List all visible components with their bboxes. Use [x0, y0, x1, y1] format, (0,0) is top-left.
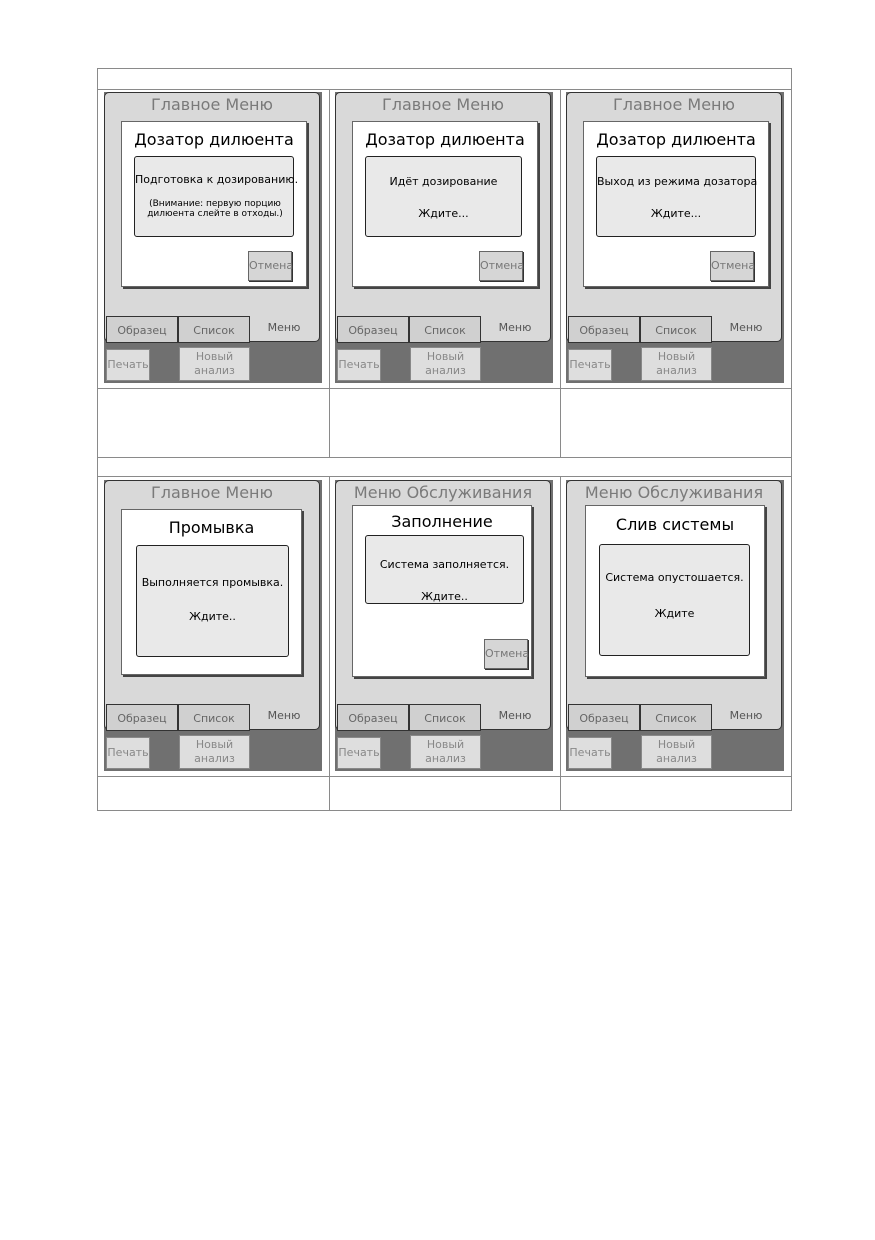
table-rule: [98, 388, 791, 389]
main-window: Главное Меню Промывка Выполняется промыв…: [104, 480, 320, 730]
table-rule: [98, 476, 791, 477]
tab-list[interactable]: Список: [178, 704, 250, 731]
dialog-title: Промывка: [168, 518, 255, 537]
main-window: Главное Меню Дозатор дилюента Идёт дозир…: [335, 92, 551, 342]
tab-menu[interactable]: Меню: [498, 709, 532, 722]
message-line: Ждите...: [418, 207, 469, 220]
dialog-title: Слив системы: [615, 515, 735, 534]
window-title: Главное Меню: [151, 95, 273, 114]
print-button[interactable]: Печать: [337, 737, 381, 769]
message-line: Идёт дозирование: [389, 175, 498, 188]
dialog-title: Заполнение: [391, 512, 493, 531]
tab-menu[interactable]: Меню: [267, 709, 301, 722]
message-line: Выполняется промывка.: [141, 576, 284, 589]
main-window: Главное Меню Дозатор дилюента Подготовка…: [104, 92, 320, 342]
main-window: Меню Обслуживания Заполнение Система зап…: [335, 480, 551, 730]
dialog-box: Заполнение Система заполняется. Ждите.. …: [352, 505, 532, 677]
table-column-divider: [329, 476, 330, 811]
dialog-box: Дозатор дилюента Подготовка к дозировани…: [121, 121, 307, 287]
tab-menu[interactable]: Меню: [498, 321, 532, 334]
dialog-box: Слив системы Система опустошается. Ждите: [585, 505, 765, 677]
window-title: Меню Обслуживания: [584, 483, 764, 502]
tab-sample[interactable]: Образец: [337, 316, 409, 343]
tab-sample[interactable]: Образец: [337, 704, 409, 731]
new-analysis-button[interactable]: Новый анализ: [641, 347, 712, 381]
message-line: Система опустошается.: [605, 571, 744, 584]
table-rule: [98, 776, 791, 777]
table-rule: [98, 89, 791, 90]
dialog-box: Дозатор дилюента Выход из режима дозатор…: [583, 121, 769, 287]
print-button[interactable]: Печать: [337, 349, 381, 381]
device-screen: Меню Обслуживания Заполнение Система зап…: [335, 480, 553, 771]
new-analysis-button[interactable]: Новый анализ: [410, 735, 481, 769]
message-box: Выполняется промывка. Ждите..: [136, 545, 289, 657]
tab-sample[interactable]: Образец: [568, 704, 640, 731]
message-line: Ждите..: [189, 610, 236, 623]
message-line: Система заполняется.: [379, 558, 510, 571]
tab-menu[interactable]: Меню: [729, 709, 763, 722]
cancel-button[interactable]: Отмена: [479, 251, 524, 281]
dialog-title: Дозатор дилюента: [365, 130, 525, 149]
message-line: Выход из режима дозатора: [597, 175, 758, 188]
message-box: Выход из режима дозатора Ждите...: [596, 156, 758, 237]
dialog-title: Дозатор дилюента: [134, 130, 294, 149]
message-line: Ждите: [654, 607, 695, 620]
table-column-divider: [560, 89, 561, 458]
new-analysis-button[interactable]: Новый анализ: [179, 735, 250, 769]
device-screen: Меню Обслуживания Слив системы Система о…: [566, 480, 784, 771]
message-note: (Внимание: первую порцию дилюента слейте…: [147, 199, 283, 219]
main-window: Главное Меню Дозатор дилюента Выход из р…: [566, 92, 782, 342]
table-column-divider: [329, 89, 330, 458]
dialog-box: Промывка Выполняется промывка. Ждите..: [121, 509, 302, 675]
tab-menu[interactable]: Меню: [729, 321, 763, 334]
print-button[interactable]: Печать: [106, 737, 150, 769]
document-table: [97, 68, 792, 811]
window-title: Главное Меню: [613, 95, 735, 114]
device-screen: Главное Меню Дозатор дилюента Подготовка…: [104, 92, 322, 383]
cancel-button[interactable]: Отмена: [248, 251, 293, 281]
tab-sample[interactable]: Образец: [106, 316, 178, 343]
table-column-divider: [560, 476, 561, 811]
print-button[interactable]: Печать: [106, 349, 150, 381]
tab-sample[interactable]: Образец: [568, 316, 640, 343]
dialog-box: Дозатор дилюента Идёт дозирование Ждите.…: [352, 121, 538, 287]
new-analysis-button[interactable]: Новый анализ: [410, 347, 481, 381]
message-line: Ждите..: [421, 590, 468, 603]
tab-list[interactable]: Список: [409, 316, 481, 343]
window-title: Главное Меню: [382, 95, 504, 114]
message-box: Система опустошается. Ждите: [599, 544, 750, 656]
message-box: Идёт дозирование Ждите...: [365, 156, 522, 237]
window-title: Главное Меню: [151, 483, 273, 502]
table-rule: [98, 457, 791, 458]
new-analysis-button[interactable]: Новый анализ: [641, 735, 712, 769]
new-analysis-button[interactable]: Новый анализ: [179, 347, 250, 381]
device-screen: Главное Меню Дозатор дилюента Идёт дозир…: [335, 92, 553, 383]
message-box: Система заполняется. Ждите..: [365, 535, 524, 604]
tab-list[interactable]: Список: [640, 316, 712, 343]
tab-sample[interactable]: Образец: [106, 704, 178, 731]
cancel-button[interactable]: Отмена: [484, 639, 529, 669]
message-line: Подготовка к дозированию.: [135, 173, 299, 186]
cancel-button[interactable]: Отмена: [710, 251, 755, 281]
message-box: Подготовка к дозированию. (Внимание: пер…: [134, 156, 299, 237]
device-screen: Главное Меню Дозатор дилюента Выход из р…: [566, 92, 784, 383]
dialog-title: Дозатор дилюента: [596, 130, 756, 149]
print-button[interactable]: Печать: [568, 737, 612, 769]
main-window: Меню Обслуживания Слив системы Система о…: [566, 480, 782, 730]
tab-list[interactable]: Список: [640, 704, 712, 731]
tab-list[interactable]: Список: [178, 316, 250, 343]
device-screen: Главное Меню Промывка Выполняется промыв…: [104, 480, 322, 771]
message-line: Ждите...: [650, 207, 702, 220]
window-title: Меню Обслуживания: [353, 483, 533, 502]
tab-list[interactable]: Список: [409, 704, 481, 731]
print-button[interactable]: Печать: [568, 349, 612, 381]
tab-menu[interactable]: Меню: [267, 321, 301, 334]
